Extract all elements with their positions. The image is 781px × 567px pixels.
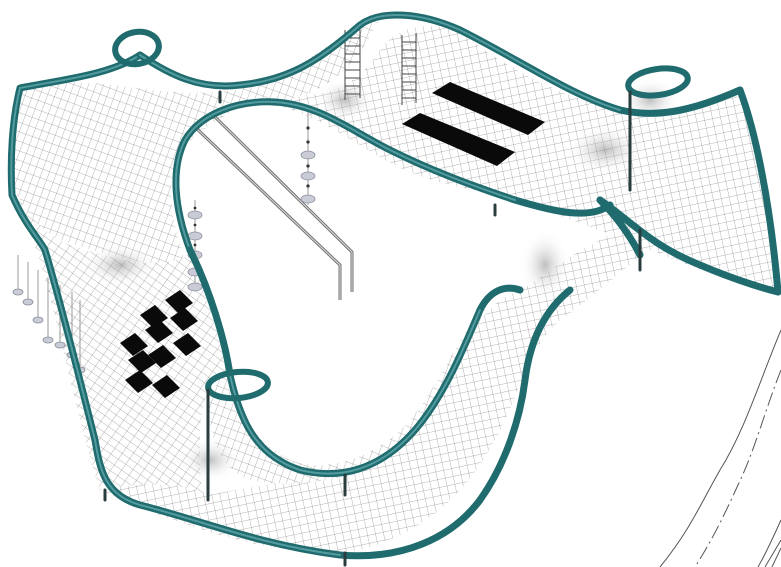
steel-frame — [7, 11, 781, 560]
net-surface — [10, 18, 778, 553]
hanging-discs-center — [300, 112, 316, 205]
slide-rails — [187, 111, 354, 300]
rope-ladders — [344, 28, 417, 105]
black-panels-upper — [402, 82, 545, 166]
ring-top-right — [625, 65, 691, 99]
support-posts — [103, 90, 642, 567]
ground-outline — [659, 329, 781, 567]
ring-top-left — [112, 28, 162, 68]
black-checker-panels — [120, 290, 201, 398]
ring-bottom-center — [205, 368, 271, 402]
